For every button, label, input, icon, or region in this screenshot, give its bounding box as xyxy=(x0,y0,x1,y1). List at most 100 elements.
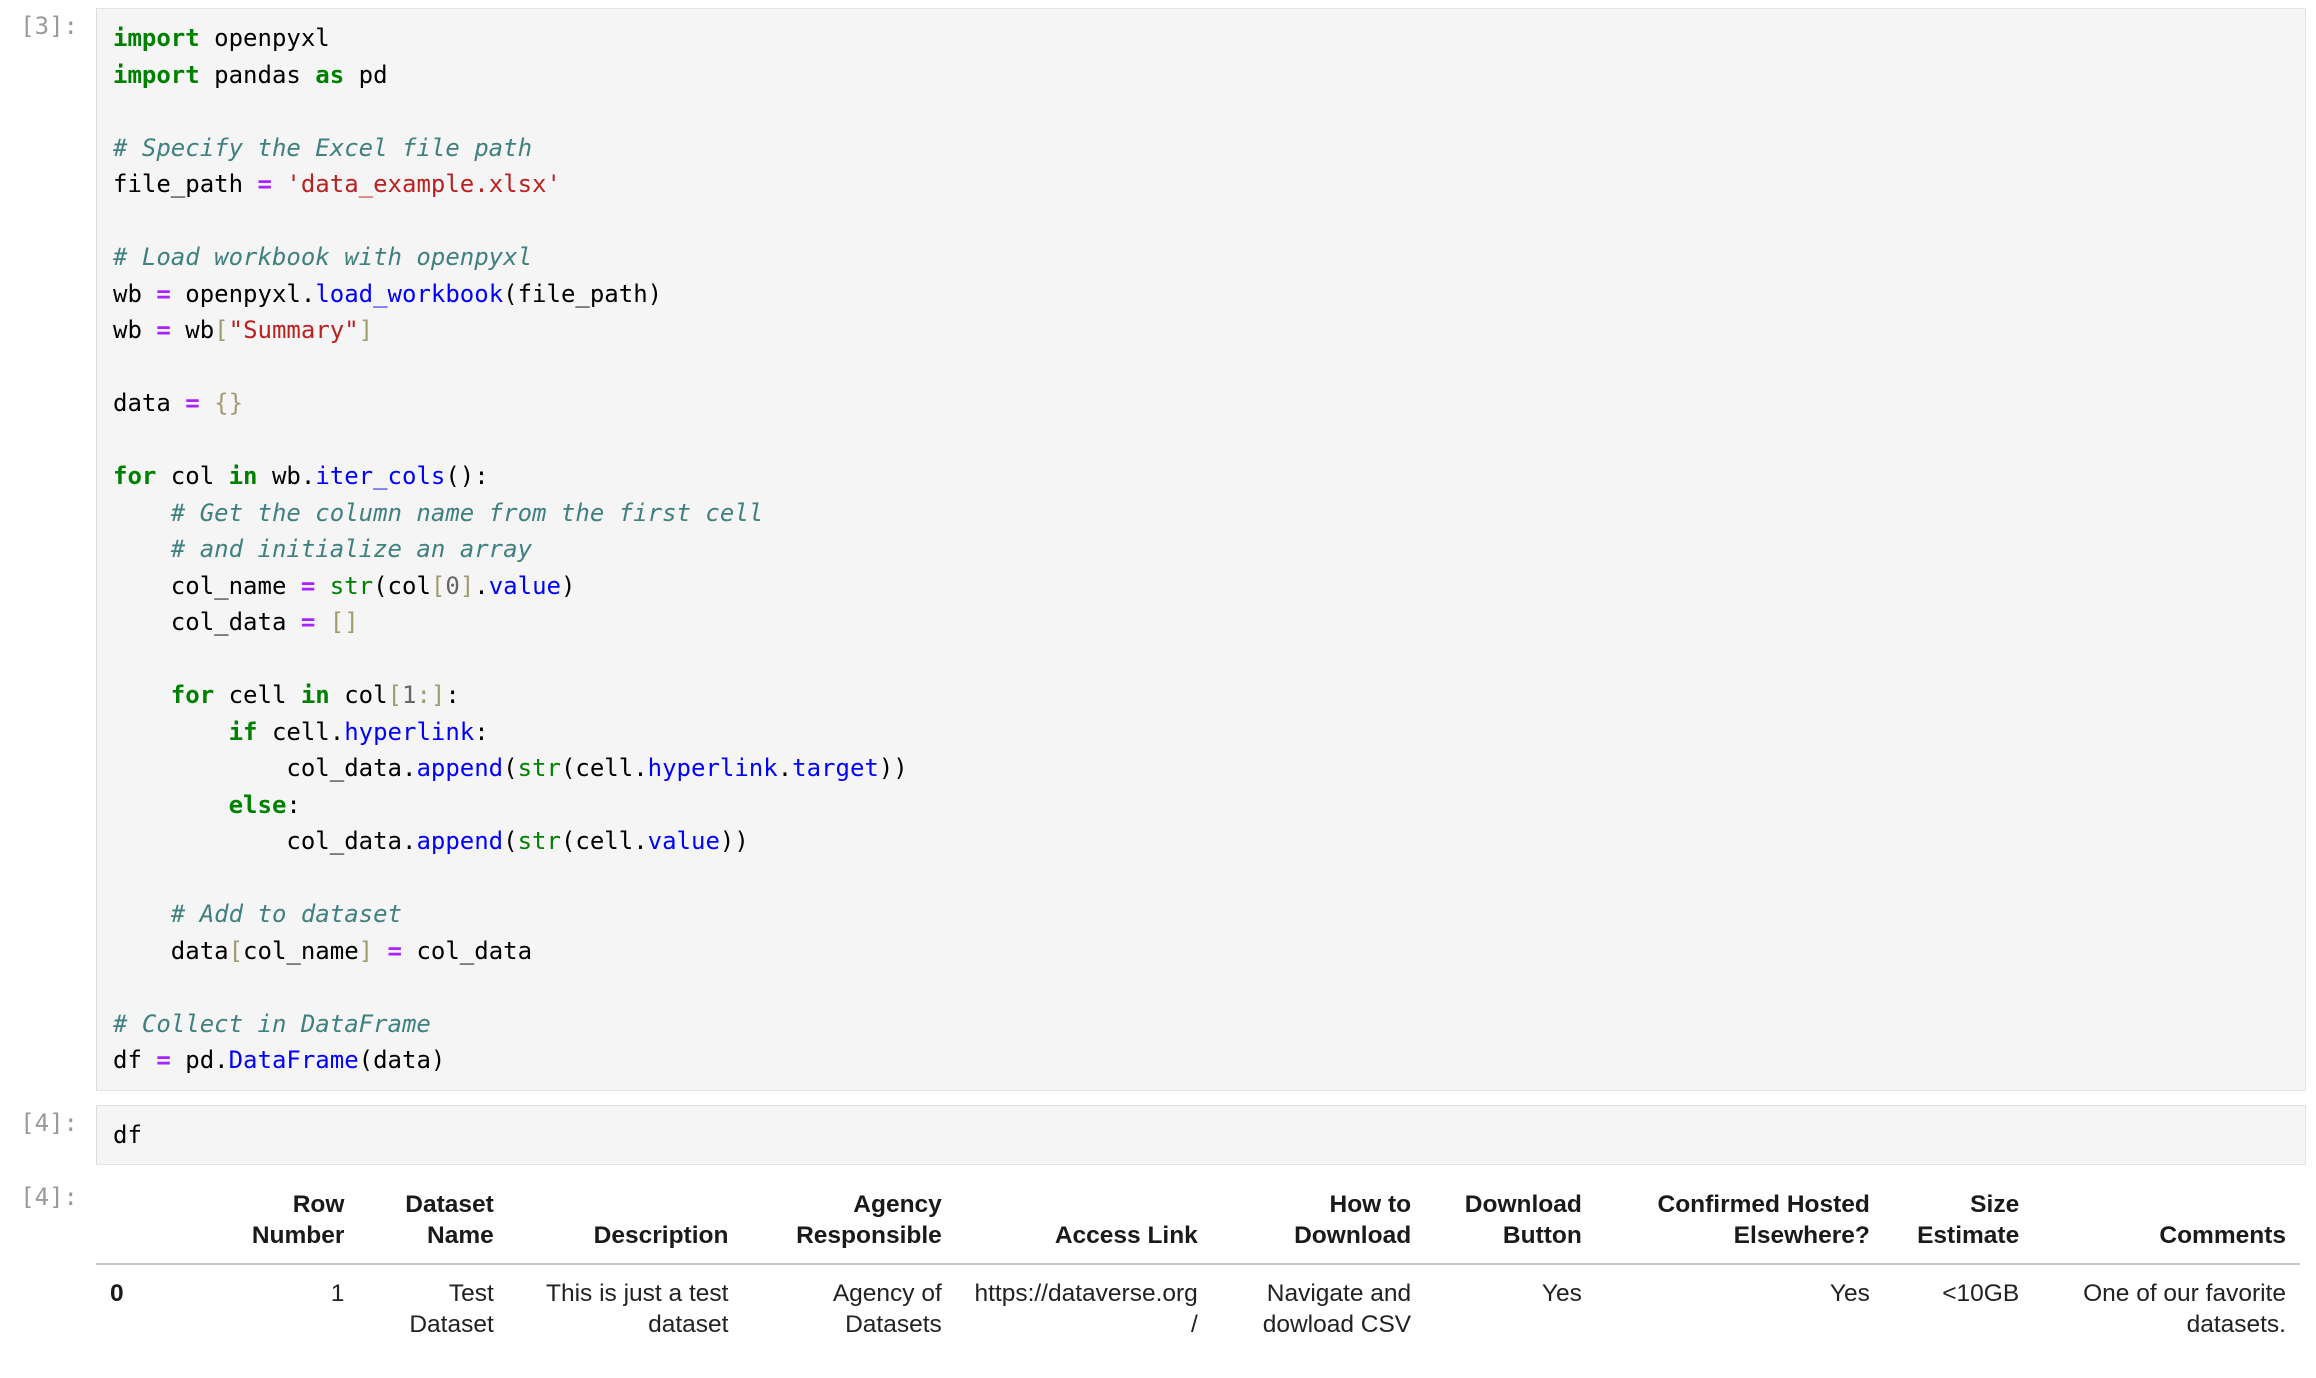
dataframe-column-header: How to Download xyxy=(1211,1183,1426,1265)
code-token-num: 1 xyxy=(402,681,417,709)
code-token-kw: for xyxy=(113,462,157,490)
code-token-plain: (cell. xyxy=(560,827,648,855)
code-token-plain: file_path xyxy=(113,170,258,198)
code-token-op: = xyxy=(300,571,316,600)
code-token-plain: data xyxy=(113,936,229,965)
code-token-plain: pd. xyxy=(170,1046,229,1074)
code-token-fn: DataFrame xyxy=(228,1046,359,1074)
code-token-brk: ] xyxy=(358,936,374,965)
code-token-fn: append xyxy=(416,827,504,855)
code-token-com: # Add to dataset xyxy=(113,900,402,928)
code-token-kw: import xyxy=(113,60,200,89)
dataframe-column-header: Row Number xyxy=(198,1183,359,1265)
code-token-brk: :] xyxy=(416,681,446,709)
output-prompt-4: [4]: xyxy=(20,1183,78,1211)
dataframe-cell: 1 xyxy=(330,1280,345,1307)
code-token-op: = xyxy=(156,279,171,308)
code-token-plain: . xyxy=(474,571,489,600)
code-token-plain: col_data. xyxy=(113,754,417,782)
code-token-op: = xyxy=(156,1046,171,1074)
code-token-plain: (): xyxy=(445,462,489,490)
code-token-com: # Collect in DataFrame xyxy=(113,1009,431,1038)
code-token-plain: data xyxy=(113,389,186,417)
dataframe-column-header: Size Estimate xyxy=(1883,1183,2034,1265)
code-token-bfn: str xyxy=(517,827,561,855)
code-token-plain: wb. xyxy=(257,462,316,490)
dataframe-column-header: Dataset Name xyxy=(358,1183,508,1265)
code-editor-4[interactable]: df xyxy=(96,1104,2306,1165)
code-token-brk: ] xyxy=(459,571,475,600)
code-token-plain: openpyxl. xyxy=(170,279,316,308)
code-token-plain: . xyxy=(777,754,793,782)
code-token-plain: col_data xyxy=(402,936,533,965)
code-token-kw: as xyxy=(315,60,345,89)
dataframe-cell: One of our favorite datasets. xyxy=(2083,1280,2286,1338)
code-token-kw: for xyxy=(170,681,215,709)
code-token-kw: import xyxy=(113,24,200,52)
code-token-fn: hyperlink xyxy=(647,754,778,782)
code-token-com: # Load workbook with openpyxl xyxy=(113,243,533,271)
code-token-plain: col_name xyxy=(243,936,359,965)
code-token-brk: {} xyxy=(214,389,244,417)
code-token-plain: df xyxy=(113,1046,157,1074)
code-token-op: = xyxy=(257,170,272,198)
code-source-4[interactable]: df xyxy=(113,1117,2305,1154)
code-source-3[interactable]: import openpyxl import pandas as pd # Sp… xyxy=(113,20,2305,1079)
code-token-plain xyxy=(113,681,171,709)
code-token-fn: value xyxy=(647,827,720,855)
code-token-com: # Get the column name from the first cel… xyxy=(113,498,764,527)
code-token-kw: if xyxy=(228,717,258,746)
code-token-plain: : xyxy=(474,717,489,746)
dataframe-column-header: Comments xyxy=(2033,1183,2300,1265)
code-token-plain xyxy=(113,791,229,819)
dataframe-column-header: Access Link xyxy=(955,1183,1212,1265)
code-token-fn: iter_cols xyxy=(315,462,446,490)
dataframe-cell: Yes xyxy=(1829,1280,1870,1307)
code-token-plain: cell. xyxy=(257,717,345,746)
code-token-plain: (data) xyxy=(358,1046,446,1074)
dataframe-column-header: Description xyxy=(507,1183,743,1265)
code-token-plain: df xyxy=(113,1120,142,1149)
code-token-plain: wb xyxy=(113,316,157,344)
code-token-plain: cell xyxy=(214,681,301,709)
code-token-plain: ( xyxy=(503,827,518,855)
code-editor-3[interactable]: import openpyxl import pandas as pd # Sp… xyxy=(96,8,2306,1091)
dataframe-index-header xyxy=(96,1183,199,1265)
code-token-str: "Summary" xyxy=(228,316,359,344)
code-token-plain xyxy=(315,572,329,600)
code-token-com: # Specify the Excel file path xyxy=(113,133,533,162)
code-token-plain: (col xyxy=(373,571,431,600)
code-token-bfn: str xyxy=(517,754,561,782)
code-token-plain: wb xyxy=(113,279,157,308)
code-token-brk: [ xyxy=(430,571,446,600)
code-token-plain: )) xyxy=(878,754,908,782)
code-cell-3[interactable]: [3]: import openpyxl import pandas as pd… xyxy=(0,8,2316,1091)
code-token-kw: else xyxy=(228,790,287,819)
code-token-fn: load_workbook xyxy=(315,279,504,308)
dataframe-cell: Navigate and dowload CSV xyxy=(1262,1280,1412,1338)
input-prompt-4: [4]: xyxy=(20,1108,78,1137)
cell-spacer xyxy=(0,1091,2316,1105)
code-token-plain xyxy=(272,170,286,198)
code-token-plain: col_name xyxy=(113,571,301,600)
code-token-plain: : xyxy=(445,681,460,709)
code-token-num: 0 xyxy=(445,571,460,600)
dataframe-cell: Agency of Datasets xyxy=(832,1280,942,1338)
dataframe-cell: This is just a test dataset xyxy=(546,1280,729,1338)
code-token-plain: (cell. xyxy=(560,754,648,782)
code-token-fn: hyperlink xyxy=(344,717,475,746)
dataframe-column-header: Confirmed Hosted Elsewhere? xyxy=(1595,1183,1884,1265)
code-token-plain: col xyxy=(329,681,388,709)
code-token-str: 'data_example.xlsx' xyxy=(286,170,561,198)
code-token-op: = xyxy=(156,316,171,344)
code-token-brk: ] xyxy=(358,316,374,344)
code-token-brk: [ xyxy=(214,316,229,344)
code-cell-4[interactable]: [4]: df xyxy=(0,1104,2316,1165)
code-token-fn: target xyxy=(792,754,879,782)
code-token-plain: ( xyxy=(503,754,518,782)
code-token-plain: col xyxy=(156,462,229,490)
dataframe-row-index: 0 xyxy=(110,1280,124,1307)
